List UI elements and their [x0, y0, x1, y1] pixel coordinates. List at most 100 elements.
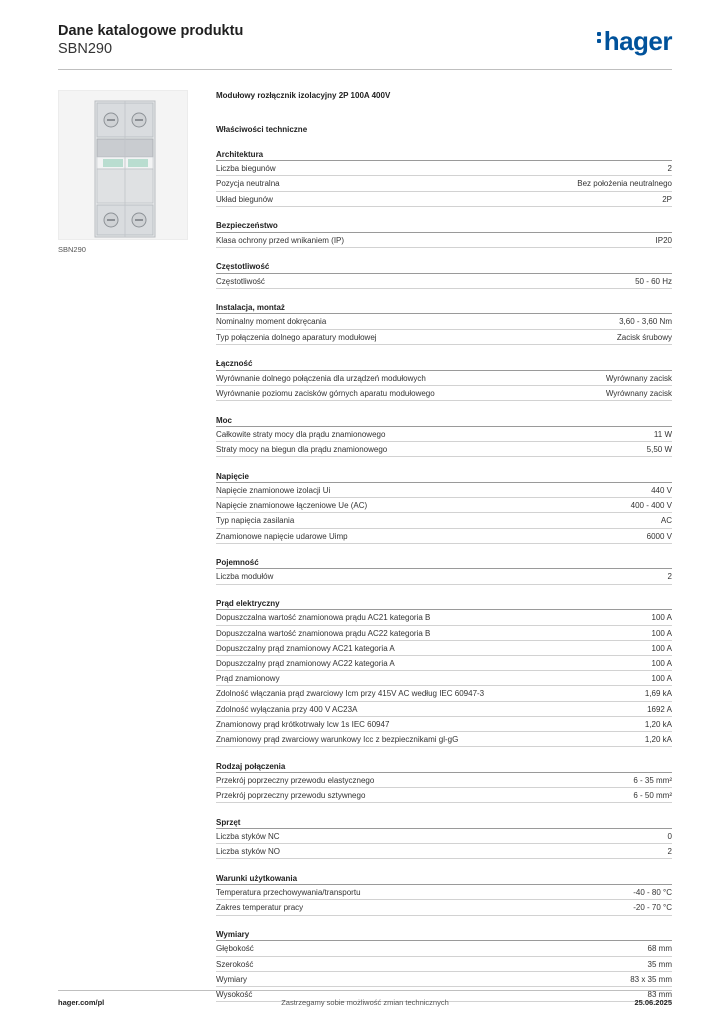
spec-value: 5,50 W	[646, 444, 672, 454]
spec-value: Zacisk śrubowy	[616, 332, 672, 342]
spec-value: 11 W	[653, 429, 672, 439]
hager-logo: hager	[596, 26, 673, 56]
spec-row: Temperatura przechowywania/transportu-40…	[216, 885, 672, 901]
spec-label: Napięcie znamionowe izolacji Ui	[216, 485, 331, 495]
switch-disconnector-icon	[94, 100, 156, 238]
spec-value: 400 - 400 V	[630, 501, 672, 511]
spec-label: Liczba styków NO	[216, 847, 281, 857]
spec-row: Typ napięcia zasilania AC	[216, 513, 672, 529]
spec-value: Wyrównany zacisk	[605, 388, 672, 398]
section-title: Wymiary	[216, 929, 672, 942]
footer-date: 25.06.2025	[634, 998, 672, 1007]
spec-label: Dopuszczalna wartość znamionowa prądu AC…	[216, 613, 431, 623]
spec-label: Przekrój poprzeczny przewodu elastyczneg…	[216, 775, 375, 785]
product-code: SBN290	[58, 41, 113, 57]
product-details: Modułowy rozłącznik izolacyjny 2P 100A 4…	[216, 90, 672, 1016]
spec-value: 2	[667, 164, 672, 174]
spec-row: Klasa ochrony przed wnikaniem (IP)IP20	[216, 233, 672, 248]
section-title: Moc	[216, 415, 672, 427]
spec-row: Przekrój poprzeczny przewodu elastyczneg…	[216, 773, 672, 789]
spec-value: 100 A	[651, 628, 672, 638]
spec-label: Liczba modułów	[216, 572, 274, 582]
spec-value: 440 V	[651, 485, 672, 495]
product-name: Modułowy rozłącznik izolacyjny 2P 100A 4…	[216, 91, 391, 100]
spec-value: 100 A	[651, 613, 672, 623]
spec-row: Znamionowy prąd krótkotrwały Icw 1s IEC …	[216, 717, 672, 732]
spec-label: Wymiary	[216, 974, 248, 984]
spec-row: Wyrównanie dolnego połączenia dla urządz…	[216, 371, 672, 386]
page-title: Dane katalogowe produktu	[58, 23, 244, 39]
spec-label: Częstotliwość	[216, 276, 265, 286]
spec-label: Całkowite straty mocy dla prądu znamiono…	[216, 429, 386, 439]
spec-value: 0	[667, 832, 672, 842]
spec-value: 100 A	[651, 659, 672, 668]
spec-label: Dopuszczalny prąd znamionowy AC22 katego…	[216, 659, 395, 668]
section-title: Pojemność	[216, 557, 672, 570]
footer-divider	[58, 990, 672, 991]
spec-row: Całkowite straty mocy dla prądu znamiono…	[216, 427, 672, 442]
spec-label: Znamionowy prąd zwarciowy warunkowy Icc …	[216, 734, 459, 744]
spec-value: -20 - 70 °C	[633, 903, 672, 913]
spec-row: Wyrównanie poziomu zacisków górnych apar…	[216, 386, 672, 401]
header-divider	[58, 69, 672, 70]
spec-label: Napięcie znamionowe łączeniowe Ue (AC)	[216, 501, 368, 511]
spec-value: 50 - 60 Hz	[635, 276, 672, 286]
spec-value: 6 - 35 mm²	[633, 775, 672, 785]
spec-value: 6 - 50 mm²	[633, 791, 672, 801]
spec-row: Dopuszczalna wartość znamionowa prądu AC…	[216, 626, 672, 641]
spec-row: Nominalny moment dokręcania 3,60 - 3,60 N…	[216, 314, 672, 330]
spec-value: 3,60 - 3,60 Nm	[619, 317, 672, 327]
section-title: Napięcie	[216, 471, 672, 483]
spec-label: Nominalny moment dokręcania	[216, 317, 327, 327]
section-title: Częstotliwość	[216, 261, 672, 274]
spec-row: Dopuszczalny prąd znamionowy AC22 katego…	[216, 656, 672, 672]
spec-label: Liczba styków NC	[216, 832, 280, 842]
spec-row: Liczba modułów 2	[216, 569, 672, 585]
section-title: Bezpieczeństwo	[216, 220, 672, 233]
spec-value: 100 A	[651, 674, 672, 684]
spec-row: Częstotliwość 50 - 60 Hz	[216, 274, 672, 289]
spec-row: Napięcie znamionowe izolacji Ui 440 V	[216, 483, 672, 499]
spec-label: Wyrównanie poziomu zacisków górnych apar…	[216, 388, 435, 398]
spec-row: Liczba styków NC 0	[216, 829, 672, 845]
spec-row: Typ połączenia dolnego aparatury modułow…	[216, 330, 672, 345]
spec-label: Typ połączenia dolnego aparatury modułow…	[216, 332, 377, 342]
spec-value: Wyrównany zacisk	[605, 373, 672, 383]
section-title: Prąd elektryczny	[216, 598, 672, 611]
spec-label: Dopuszczalna wartość znamionowa prądu AC…	[216, 628, 431, 638]
spec-label: Typ napięcia zasilania	[216, 516, 295, 526]
spec-value: IP20	[655, 235, 672, 245]
spec-value: 1692 A	[647, 704, 672, 714]
spec-label: Wyrównanie dolnego połączenia dla urządz…	[216, 373, 426, 383]
spec-value: 2	[667, 572, 672, 582]
spec-row: Dopuszczalny prąd znamionowy AC21 katego…	[216, 641, 672, 656]
section-title: Rodzaj połączenia	[216, 761, 672, 773]
spec-value: 35 mm	[647, 959, 672, 969]
spec-value: AC	[660, 516, 672, 526]
spec-value: 2P	[662, 194, 672, 204]
spec-value: 83 mm	[647, 989, 672, 999]
spec-value: -40 - 80 °C	[633, 888, 672, 898]
section-title: Sprzęt	[216, 817, 672, 830]
image-caption: SBN290	[58, 245, 86, 254]
spec-value: 6000 V	[646, 531, 672, 541]
spec-value: 1,69 kA	[644, 689, 672, 699]
spec-label: Zdolność włączania prąd zwarciowy Icm pr…	[216, 689, 485, 699]
section-title: Instalacja, montaż	[216, 302, 672, 315]
section-title: Architektura	[216, 149, 672, 162]
